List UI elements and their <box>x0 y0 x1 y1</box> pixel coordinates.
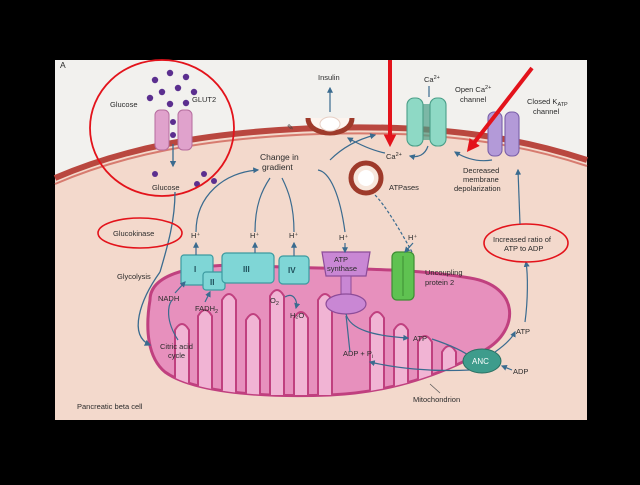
h-plus-complex-I: H⁺ <box>191 231 200 240</box>
h-plus-complex-III: H⁺ <box>250 231 259 240</box>
glucose-molecules-transit <box>170 119 176 138</box>
atpases-label: ATPases <box>389 183 419 192</box>
o2-label: O2 <box>270 296 279 307</box>
atp-synthase-label-1: ATP <box>334 255 348 264</box>
adp-pi-label: ADP + Pi <box>343 349 373 360</box>
adp-right-label: ADP <box>513 367 528 376</box>
atp-synthase <box>321 251 371 315</box>
glut2-transporter-right <box>177 109 193 151</box>
glucose-molecules-outside <box>146 69 198 108</box>
glut2-label: GLUT2 <box>192 95 216 104</box>
citric-acid-label-1: Citric acid <box>160 342 193 351</box>
decreased-label-1: Decreased <box>463 166 499 175</box>
ca2-inner-label: Ca2+ <box>386 152 402 161</box>
red-annotation-arrows <box>383 60 534 153</box>
increased-ratio-label-2: ATP to ADP <box>504 244 543 253</box>
open-ca-label-2: channel <box>460 95 487 104</box>
h2o-label: H₂O <box>290 311 304 320</box>
complex-III-label: III <box>243 265 250 274</box>
insulin-label: Insulin <box>318 73 340 82</box>
ca-entry-arrow <box>408 145 429 161</box>
glycolysis-to-citric-arrow <box>137 271 161 346</box>
open-ca-label-1: Open Ca2+ <box>455 85 491 94</box>
uncoupling-label-2: protein 2 <box>425 278 454 287</box>
glucose-to-glycolysis-path <box>159 191 176 273</box>
open-ca-channel <box>406 97 447 147</box>
red-circle-atp-ratio <box>483 223 569 263</box>
decreased-label-2: membrane <box>463 175 499 184</box>
atp-mito-label: ATP <box>413 334 427 343</box>
change-gradient-label-1: Change in <box>260 152 299 162</box>
closed-katp-label-2: channel <box>533 107 560 116</box>
decreased-label-3: depolarization <box>454 184 501 193</box>
anc-transporter <box>462 348 502 374</box>
cursor-mark: ✎ <box>287 123 294 132</box>
ratio-to-katp-arrow <box>515 168 522 225</box>
red-circle-glucokinase <box>97 217 183 249</box>
nadh-label: NADH <box>158 294 179 303</box>
fadh2-label: FADH2 <box>195 304 218 315</box>
ca-to-vesicle-arrow <box>346 137 386 154</box>
h-plus-uncoupling: H⁺ <box>408 233 417 242</box>
red-circle-glut2 <box>89 59 235 197</box>
insulin-vesicle <box>305 116 355 136</box>
increased-ratio-label-1: Increased ratio of <box>493 235 552 244</box>
complex-I-label: I <box>194 265 196 274</box>
anc-exchange-arrows <box>494 260 530 371</box>
complex-II-label: II <box>210 278 214 287</box>
anc-label: ANC <box>472 357 489 366</box>
panel-letter: A <box>60 60 66 70</box>
closed-katp-label-1: Closed KATP <box>527 97 568 108</box>
glucose-molecules-inside <box>152 171 217 187</box>
atp-right-label: ATP <box>516 327 530 336</box>
uncoupling-label-1: Uncoupling <box>425 268 463 277</box>
complex-III <box>221 252 275 284</box>
electron-arrows <box>168 281 301 341</box>
ca2-channel-top-label: Ca2+ <box>424 75 440 84</box>
gradient-to-ca-arrow <box>329 133 377 161</box>
glucokinase-label: Glucokinase <box>113 229 154 238</box>
glucose-outside-label: Glucose <box>110 100 138 109</box>
atpases-vesicle-core <box>358 170 374 186</box>
dashed-uncoupling-arrow <box>374 194 413 253</box>
atp-synthase-label-2: synthase <box>327 264 357 273</box>
h-plus-atp-synthase: H⁺ <box>339 233 348 242</box>
change-gradient-label-2: gradient <box>262 162 293 172</box>
gradient-arrows <box>195 167 346 233</box>
mitochondrion-label: Mitochondrion <box>413 395 460 404</box>
h-plus-complex-IV: H⁺ <box>289 231 298 240</box>
cell-label: Pancreatic beta cell <box>77 402 143 411</box>
citric-acid-label-2: cycle <box>168 351 185 360</box>
glut2-transporter-left <box>154 109 170 151</box>
mitochondrion-leader <box>429 383 441 394</box>
glycolysis-label: Glycolysis <box>117 272 151 281</box>
complex-IV-label: IV <box>288 266 296 275</box>
depolarization-arrow <box>453 151 493 162</box>
glucose-inside-label: Glucose <box>152 183 180 192</box>
